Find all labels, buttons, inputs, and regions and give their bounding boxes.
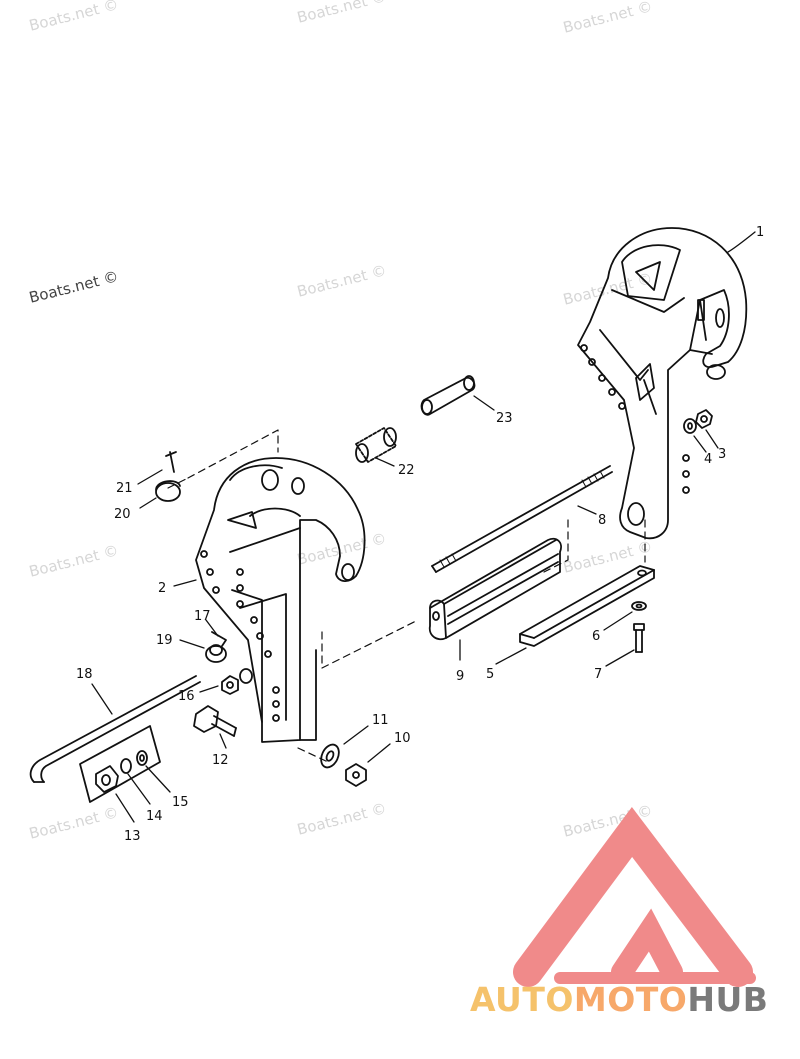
callout-10: 10 — [394, 731, 411, 746]
callout-23: 23 — [496, 411, 513, 426]
callout-16: 16 — [178, 689, 195, 704]
dashed-alignment-lines — [167, 429, 646, 763]
logo-word-auto: AUTO — [470, 980, 574, 1019]
callout-15: 15 — [172, 795, 189, 810]
callout-22: 22 — [398, 463, 415, 478]
clip-17 — [211, 631, 227, 647]
logo-word-hub: HUB — [687, 980, 769, 1019]
clamp-bracket-right — [577, 227, 748, 540]
flat-bar-5 — [519, 565, 655, 647]
callout-2: 2 — [158, 581, 166, 596]
nut-3 — [695, 409, 713, 429]
callout-11: 11 — [372, 713, 389, 728]
callout-5: 5 — [486, 667, 494, 682]
callout-12: 12 — [212, 753, 229, 768]
threaded-rod-8 — [431, 465, 613, 573]
callout-1: 1 — [756, 225, 764, 240]
cotter-pin-21 — [165, 451, 177, 473]
handle-kit-13 — [79, 725, 161, 803]
nut-16 — [221, 668, 253, 695]
bushing-22 — [355, 427, 397, 463]
washer-11 — [320, 743, 340, 769]
callout-13: 13 — [124, 829, 141, 844]
callout-6: 6 — [592, 629, 600, 644]
bolt-12 — [193, 705, 237, 737]
callout-18: 18 — [76, 667, 93, 682]
callout-14: 14 — [146, 809, 163, 824]
handle-18 — [29, 675, 201, 783]
callout-19: 19 — [156, 633, 173, 648]
callout-9: 9 — [456, 669, 464, 684]
washer-4 — [683, 418, 697, 434]
screw-7 — [633, 623, 645, 653]
callout-8: 8 — [598, 513, 606, 528]
logo-wordmark: AUTOMOTOHUB — [470, 980, 768, 1019]
leader-lines — [91, 231, 756, 823]
callout-7: 7 — [594, 667, 602, 682]
nut-10 — [345, 763, 367, 787]
pin-23 — [420, 375, 476, 416]
clamp-bracket-left — [195, 457, 366, 743]
callout-20: 20 — [114, 507, 131, 522]
callout-3: 3 — [718, 447, 726, 462]
knob-19 — [205, 644, 227, 663]
logo-word-moto: MOTO — [573, 980, 688, 1019]
callout-21: 21 — [116, 481, 133, 496]
cap-20 — [155, 480, 181, 502]
washer-6 — [631, 601, 647, 611]
clamp-rail-9 — [428, 537, 562, 641]
callout-labels: 1 2 3 4 5 6 7 8 9 10 11 12 13 14 15 16 1… — [76, 225, 764, 844]
logo-mark — [513, 806, 756, 987]
callout-17: 17 — [194, 609, 211, 624]
callout-4: 4 — [704, 452, 712, 467]
